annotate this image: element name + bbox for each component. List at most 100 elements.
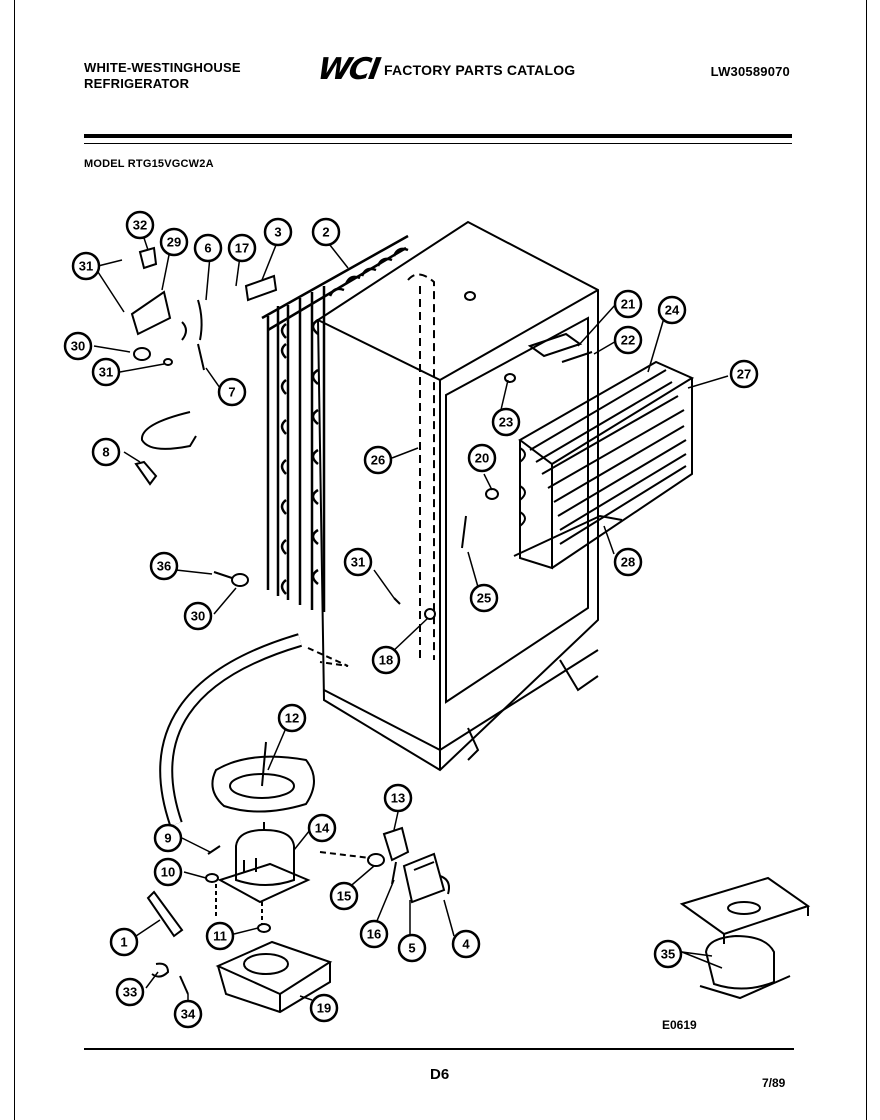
callout-number: 35 <box>661 947 675 962</box>
callout-number: 25 <box>477 591 491 606</box>
callout-2: 2 <box>311 217 341 247</box>
callout-32: 32 <box>125 210 155 240</box>
drain-pan-drawing <box>211 741 315 813</box>
tubing-arc-drawing <box>159 633 349 827</box>
callout-number: 29 <box>167 235 181 250</box>
callout-circle <box>307 813 337 843</box>
callout-circle <box>467 443 497 473</box>
callout-circle <box>263 217 293 247</box>
callout-number: 21 <box>621 297 635 312</box>
callout-circle <box>63 331 93 361</box>
callout-number: 32 <box>133 218 147 233</box>
callout-number: 31 <box>351 555 365 570</box>
diagram-code: E0619 <box>662 1018 697 1032</box>
brand-name: WHITE-WESTINGHOUSE <box>84 60 241 75</box>
callout-circle <box>363 445 393 475</box>
callout-13: 13 <box>383 783 413 813</box>
callout-circle <box>227 233 257 263</box>
callout-number: 23 <box>499 415 513 430</box>
callout-31: 31 <box>71 251 101 281</box>
relay-assembly-drawing <box>319 826 450 904</box>
callout-circle <box>371 645 401 675</box>
callout-14: 14 <box>307 813 337 843</box>
callout-circle <box>383 783 413 813</box>
callout-3: 3 <box>263 217 293 247</box>
callout-circle <box>451 929 481 959</box>
callout-26: 26 <box>363 445 393 475</box>
callout-circle <box>657 295 687 325</box>
callout-number: 15 <box>337 889 351 904</box>
callout-circle <box>115 977 145 1007</box>
callout-number: 30 <box>191 609 205 624</box>
callout-22: 22 <box>613 325 643 355</box>
callout-circle <box>193 233 223 263</box>
callout-circle <box>183 601 213 631</box>
callout-circle <box>613 325 643 355</box>
callout-number: 4 <box>462 937 470 952</box>
callout-5: 5 <box>397 933 427 963</box>
callout-circle <box>491 407 521 437</box>
callout-number: 36 <box>157 559 171 574</box>
compressor-mount-drawing <box>679 876 811 1000</box>
callout-circle <box>613 547 643 577</box>
catalog-number: LW30589070 <box>710 64 790 79</box>
catalog-date: 7/89 <box>762 1076 786 1090</box>
callout-number: 31 <box>99 365 113 380</box>
callout-8: 8 <box>91 437 121 467</box>
header-rule-thin <box>84 143 792 144</box>
callout-number: 14 <box>315 821 330 836</box>
callout-number: 19 <box>317 1001 331 1016</box>
callout-9: 9 <box>153 823 183 853</box>
callout-number: 17 <box>235 241 249 256</box>
callout-number: 16 <box>367 927 381 942</box>
callout-number: 26 <box>371 453 385 468</box>
callout-25: 25 <box>469 583 499 613</box>
callout-number: 6 <box>204 241 211 256</box>
callout-33: 33 <box>115 977 145 1007</box>
right-page-edge <box>866 0 867 1120</box>
callout-number: 22 <box>621 333 635 348</box>
callout-circle <box>469 583 499 613</box>
callout-circle <box>397 933 427 963</box>
callout-number: 13 <box>391 791 405 806</box>
callout-number: 8 <box>102 445 109 460</box>
callout-number: 7 <box>228 385 235 400</box>
callout-circle <box>309 993 339 1023</box>
callout-circle <box>125 210 155 240</box>
callout-circle <box>653 939 683 969</box>
callout-23: 23 <box>491 407 521 437</box>
callout-15: 15 <box>329 881 359 911</box>
callout-27: 27 <box>729 359 759 389</box>
brand-block: WHITE-WESTINGHOUSE REFRIGERATOR <box>84 60 241 92</box>
callout-circle <box>153 857 183 887</box>
callout-31: 31 <box>91 357 121 387</box>
callout-number: 12 <box>285 711 299 726</box>
callout-35: 35 <box>653 939 683 969</box>
callout-number: 11 <box>213 929 227 944</box>
left-page-edge <box>14 0 15 1120</box>
callout-number: 18 <box>379 653 393 668</box>
callout-34: 34 <box>173 999 203 1029</box>
callout-circle <box>729 359 759 389</box>
callout-number: 3 <box>274 225 281 240</box>
callout-circle <box>329 881 359 911</box>
compressor-drawing <box>217 822 311 904</box>
callout-7: 7 <box>217 377 247 407</box>
callout-11: 11 <box>205 921 235 951</box>
callout-24: 24 <box>657 295 687 325</box>
callout-19: 19 <box>309 993 339 1023</box>
callout-number: 20 <box>475 451 489 466</box>
callout-6: 6 <box>193 233 223 263</box>
callout-17: 17 <box>227 233 257 263</box>
base-tray-drawing <box>215 940 333 1014</box>
product-type: REFRIGERATOR <box>84 76 190 91</box>
footer-rule <box>84 1048 794 1050</box>
callout-number: 5 <box>408 941 415 956</box>
callout-circle <box>613 289 643 319</box>
callout-circle <box>153 823 183 853</box>
callout-10: 10 <box>153 857 183 887</box>
callout-1: 1 <box>109 927 139 957</box>
callout-number: 9 <box>164 831 171 846</box>
callout-number: 31 <box>79 259 93 274</box>
